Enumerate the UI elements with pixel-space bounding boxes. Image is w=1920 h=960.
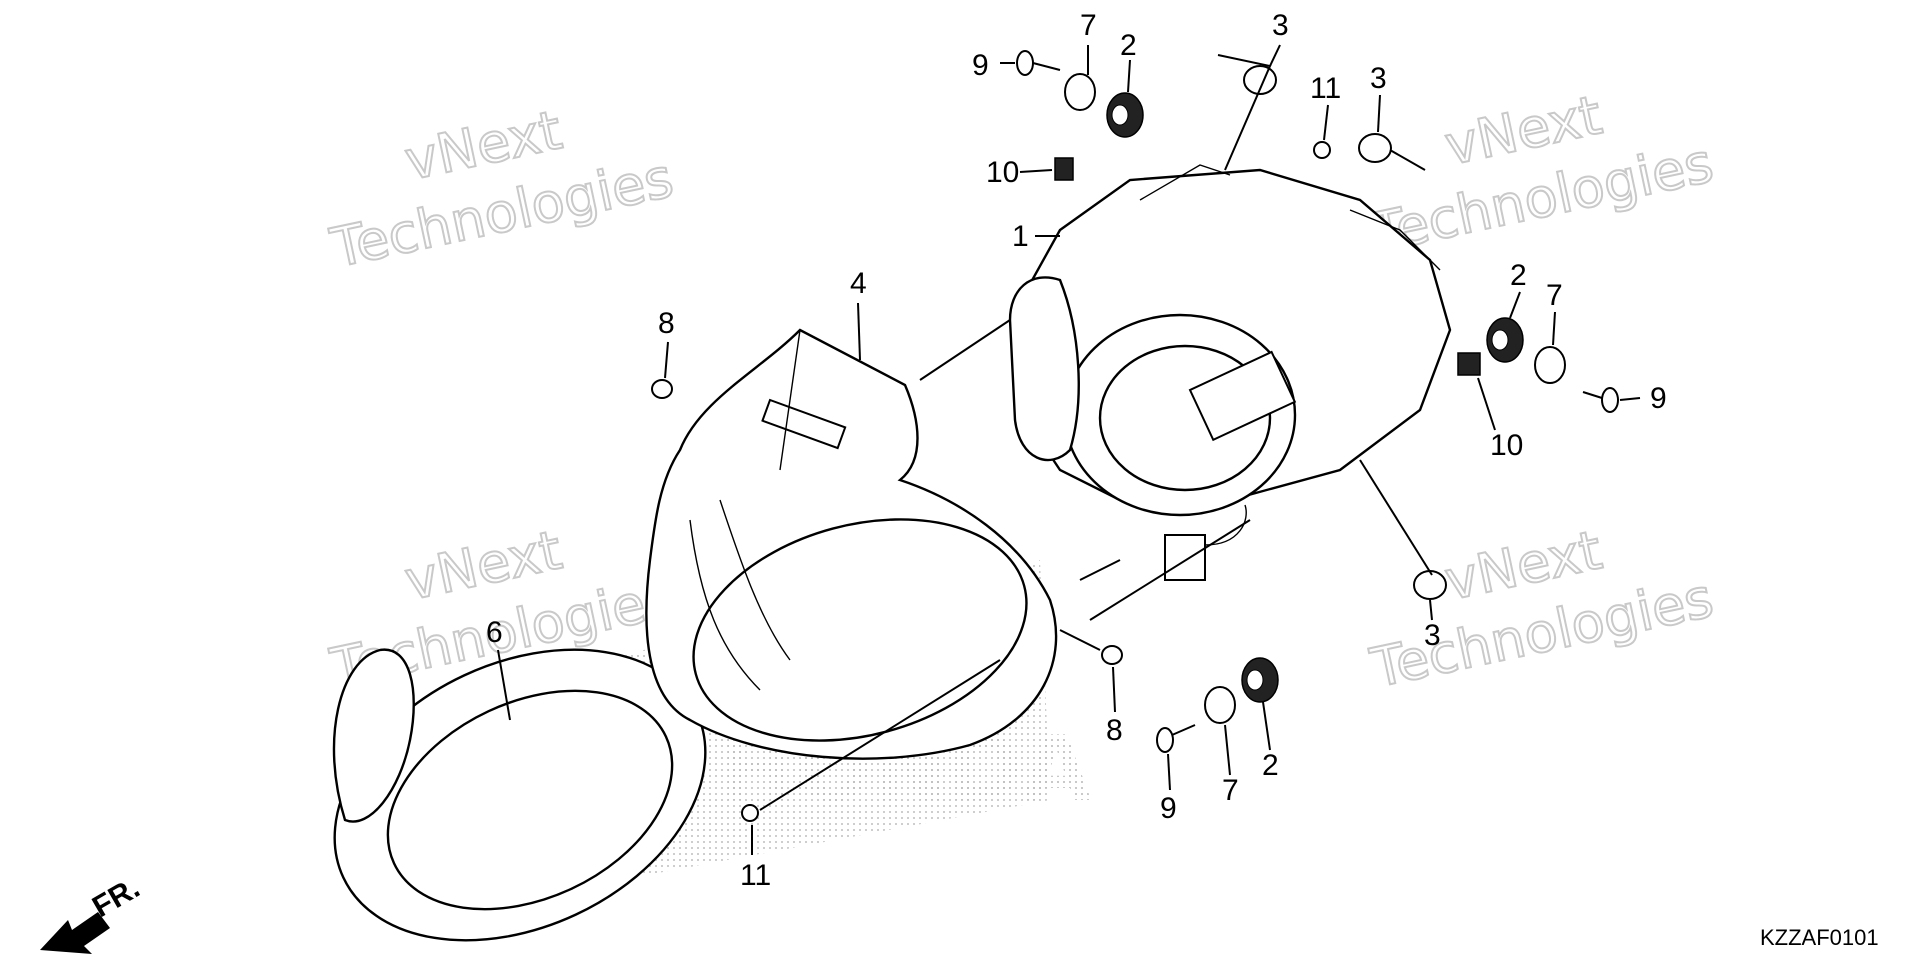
- callout-11-top: 11: [1310, 72, 1341, 105]
- front-cover: [645, 328, 1058, 760]
- bolt-bottom: [1156, 724, 1196, 753]
- grommet-right: [1486, 317, 1524, 363]
- leader-lines: [497, 44, 1641, 855]
- callout-9-top: 9: [972, 49, 989, 82]
- callout-3-top: 3: [1272, 9, 1289, 42]
- callout-6: 6: [486, 616, 503, 649]
- clip-right: [1457, 352, 1481, 376]
- grommet-bottom: [1241, 657, 1279, 703]
- screw-11-lower: [741, 804, 759, 822]
- grommet-top: [1106, 92, 1144, 138]
- screw-8-upper: [651, 379, 673, 399]
- front-arrow-icon: [40, 912, 110, 954]
- callout-3-lower: 3: [1424, 619, 1441, 652]
- callout-2-bottom: 2: [1262, 749, 1279, 782]
- callout-4: 4: [850, 267, 867, 300]
- watermark-1: vNext Technologies: [324, 97, 679, 281]
- bolt-top: [1016, 50, 1061, 76]
- diagram-code: KZZAF0101: [1760, 925, 1879, 950]
- washer-right: [1534, 346, 1566, 384]
- headlight-rim: [332, 648, 707, 942]
- callout-10-top: 10: [986, 156, 1019, 189]
- screw-8-lower: [1101, 645, 1123, 665]
- callout-8-upper: 8: [658, 307, 675, 340]
- bolt-right: [1582, 387, 1619, 413]
- rivet-lower: [1413, 570, 1447, 600]
- callout-1: 1: [1012, 220, 1029, 253]
- washer-top: [1064, 73, 1096, 111]
- callout-9-bottom: 9: [1160, 792, 1177, 825]
- watermark-4: vNext Technologies: [1364, 517, 1719, 701]
- front-direction-indicator: FR.: [40, 871, 145, 954]
- callout-11-bottom: 11: [740, 859, 771, 892]
- watermark-2: vNext Technologies: [1364, 82, 1719, 266]
- headlight-unit: [1008, 164, 1452, 581]
- callout-9-right: 9: [1650, 382, 1667, 415]
- callout-3-right: 3: [1370, 62, 1387, 95]
- clip-top: [1054, 157, 1074, 181]
- washer-bottom: [1204, 686, 1236, 724]
- callout-10-right: 10: [1490, 429, 1523, 462]
- callout-7-top: 7: [1080, 9, 1097, 42]
- screw-11-upper: [1313, 141, 1331, 159]
- rivet-right: [1358, 133, 1392, 163]
- callout-7-bottom: 7: [1222, 774, 1239, 807]
- callout-7-right: 7: [1546, 279, 1563, 312]
- callout-2-right: 2: [1510, 259, 1527, 292]
- callout-2-top: 2: [1120, 29, 1137, 62]
- callout-8-lower: 8: [1106, 714, 1123, 747]
- callout-labels: 9 7 2 3 11 3 10 1 2 7 9 10 3 4 8 8 9 7 2…: [486, 9, 1667, 892]
